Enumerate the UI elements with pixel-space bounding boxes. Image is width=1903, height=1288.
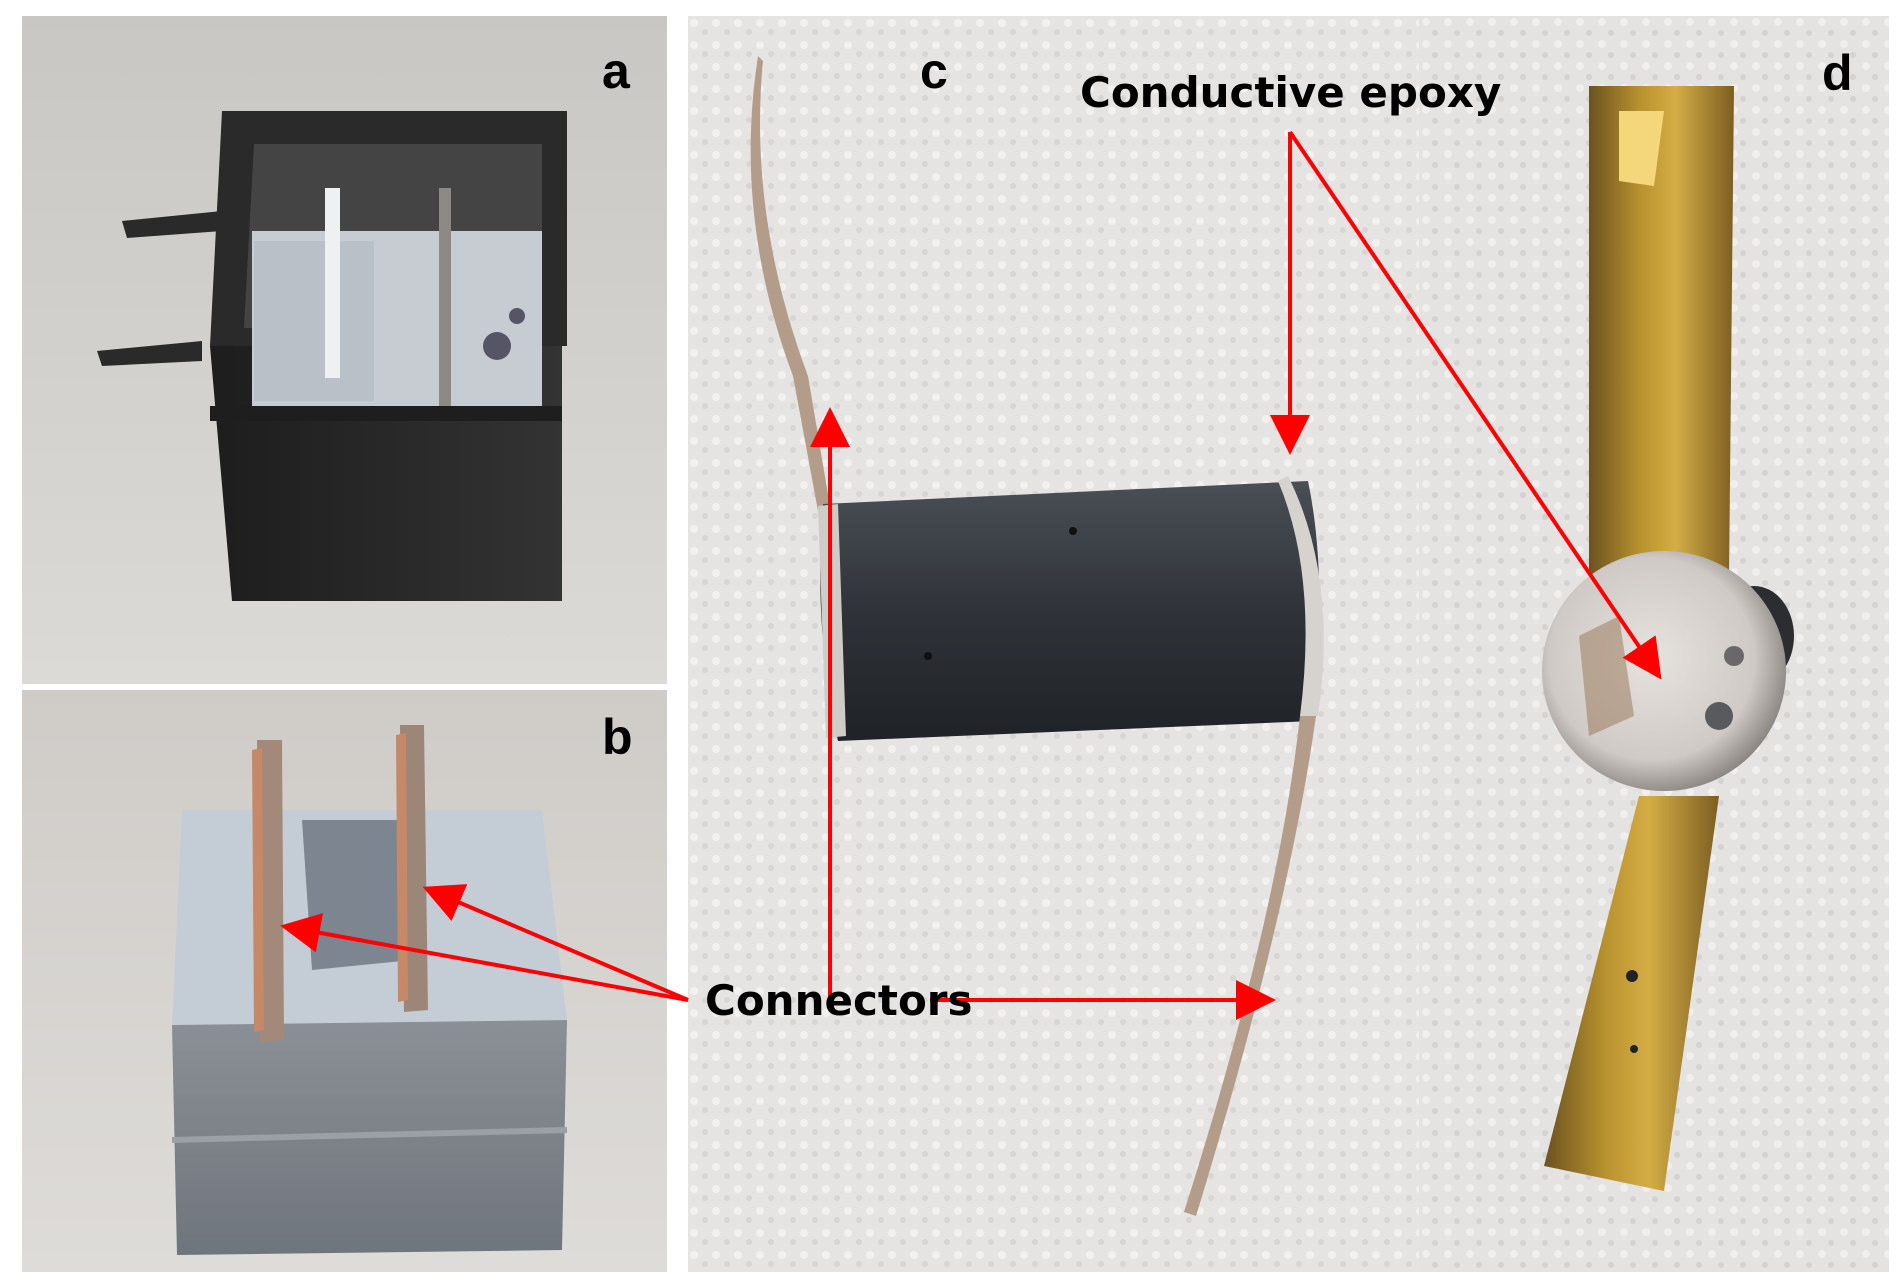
cement-cube-photo xyxy=(22,690,667,1272)
conductive-epoxy-label: Conductive epoxy xyxy=(1080,68,1502,117)
panel-letter-d: d xyxy=(1822,45,1853,101)
strip-connector-bottom xyxy=(1184,716,1316,1216)
end-view-photo xyxy=(1419,16,1889,1272)
photo-panel-c: c xyxy=(688,16,1419,1272)
panel-letter-a: a xyxy=(602,43,630,99)
strip-connector-top xyxy=(750,56,830,511)
electrode-left xyxy=(325,188,340,378)
brass-strip-top xyxy=(1589,86,1734,576)
cylinder-body xyxy=(820,481,1320,741)
cylinder-sample-photo xyxy=(688,16,1419,1272)
photo-panel-b: b xyxy=(22,690,667,1272)
photo-panel-d: d xyxy=(1419,16,1889,1272)
brass-strip-bottom xyxy=(1544,796,1719,1191)
epoxy-disc xyxy=(1542,551,1786,791)
panel-letter-b: b xyxy=(602,709,633,765)
mold-photo xyxy=(22,16,667,684)
panel-letter-c: c xyxy=(920,43,948,99)
plate-connector-left xyxy=(257,740,284,1042)
connectors-label: Connectors xyxy=(705,976,973,1025)
electrode-right xyxy=(439,188,451,408)
photo-panel-a: a xyxy=(22,16,667,684)
